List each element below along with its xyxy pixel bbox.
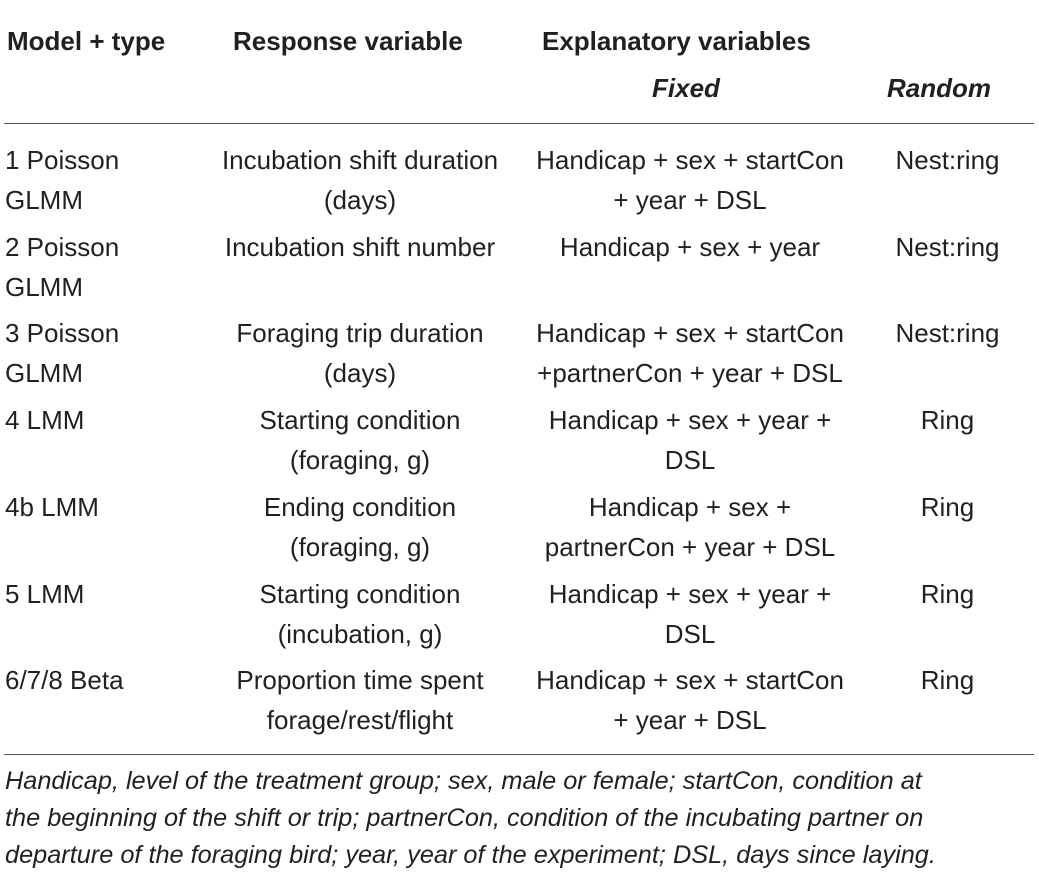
cell-model: GLMM — [5, 358, 83, 388]
cell-model: 4b LMM — [5, 492, 99, 522]
cell-random: Nest:ring — [895, 318, 1000, 348]
cell-fixed: Handicap + sex + year + — [548, 579, 832, 609]
cell-response: Starting condition — [259, 579, 461, 609]
cell-response: Incubation shift number — [224, 232, 496, 262]
cell-response: Incubation shift duration — [221, 145, 499, 175]
cell-response: (foraging, g) — [289, 532, 431, 562]
cell-fixed: Handicap + sex + — [588, 492, 792, 522]
header-model-type: Model + type — [7, 26, 166, 56]
cell-fixed: Handicap + sex + startCon — [536, 318, 844, 348]
cell-response: Proportion time spent — [236, 665, 484, 695]
header-random: Random — [887, 73, 991, 103]
cell-response: forage/rest/flight — [266, 705, 454, 735]
cell-response: (incubation, g) — [277, 619, 443, 649]
cell-fixed: partnerCon + year + DSL — [544, 532, 836, 562]
cell-random: Ring — [920, 665, 975, 695]
cell-model: 3 Poisson — [5, 318, 120, 348]
header-response-variable: Response variable — [233, 26, 463, 56]
table-footnote: Handicap, level of the treatment group; … — [5, 763, 1037, 874]
cell-random: Nest:ring — [895, 232, 1000, 262]
header-fixed: Fixed — [652, 73, 720, 103]
header-rule — [4, 123, 1034, 124]
footnote-line: departure of the foraging bird; year, ye… — [5, 841, 936, 869]
cell-fixed: + year + DSL — [613, 705, 767, 735]
cell-model: 6/7/8 Beta — [5, 665, 124, 695]
cell-fixed: + year + DSL — [613, 185, 767, 215]
cell-random: Ring — [920, 405, 975, 435]
cell-response: (days) — [323, 358, 397, 388]
cell-random: Ring — [920, 579, 975, 609]
cell-random: Nest:ring — [895, 145, 1000, 175]
cell-model: 2 Poisson — [5, 232, 120, 262]
footer-rule — [4, 754, 1034, 755]
footnote-line: Handicap, level of the treatment group; … — [5, 767, 922, 795]
cell-model: 5 LMM — [5, 579, 85, 609]
cell-model: GLMM — [5, 272, 83, 302]
cell-response: Starting condition — [259, 405, 461, 435]
cell-model: 4 LMM — [5, 405, 85, 435]
cell-fixed: +partnerCon + year + DSL — [537, 358, 843, 388]
cell-fixed: Handicap + sex + startCon — [536, 665, 844, 695]
cell-model: GLMM — [5, 185, 83, 215]
cell-model: 1 Poisson — [5, 145, 120, 175]
header-explanatory-variables: Explanatory variables — [542, 26, 811, 56]
cell-fixed: Handicap + sex + year — [559, 232, 821, 262]
cell-response: (days) — [323, 185, 397, 215]
footnote-line: the beginning of the shift or trip; part… — [5, 804, 924, 832]
cell-random: Ring — [920, 492, 975, 522]
cell-response: Ending condition — [263, 492, 457, 522]
cell-fixed: Handicap + sex + startCon — [536, 145, 844, 175]
cell-fixed: Handicap + sex + year + — [548, 405, 832, 435]
cell-fixed: DSL — [664, 445, 716, 475]
cell-response: (foraging, g) — [289, 445, 431, 475]
cell-fixed: DSL — [664, 619, 716, 649]
cell-response: Foraging trip duration — [236, 318, 484, 348]
